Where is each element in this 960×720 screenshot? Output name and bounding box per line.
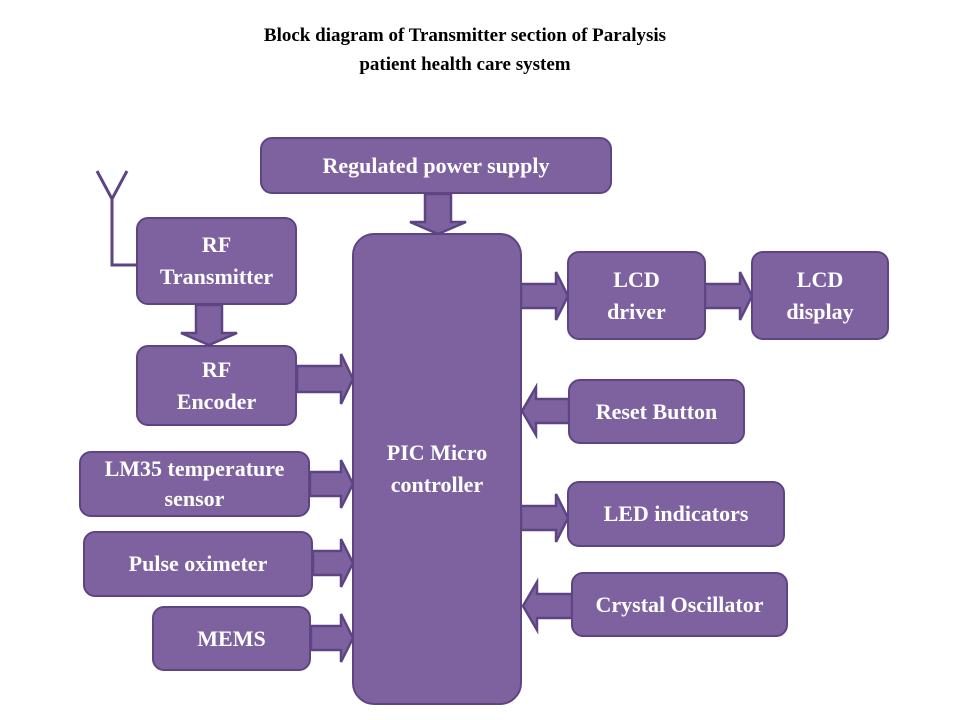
- arrow-mems-to-mcu: [309, 613, 355, 663]
- block-label-line-1: LCD: [796, 266, 844, 292]
- block-pic-microcontroller: PIC Micro controller: [352, 233, 522, 705]
- block-label: Pulse oximeter: [128, 551, 268, 576]
- block-label-line-2: display: [786, 298, 854, 324]
- arrow-lcddriver-to-lcddisplay: [703, 271, 754, 321]
- block-label-line-2: Transmitter: [159, 264, 274, 289]
- antenna-icon: [95, 170, 129, 203]
- arrow-mcu-to-led: [519, 493, 570, 543]
- arrow-mcu-to-lcddriver: [519, 271, 570, 321]
- block-lcd-driver: LCD driver: [567, 251, 706, 340]
- block-crystal-oscillator: Crystal Oscillator: [571, 572, 788, 637]
- block-label-line-1: RF: [201, 232, 232, 257]
- block-lcd-display: LCD display: [751, 251, 889, 340]
- block-label: LED indicators: [603, 501, 749, 526]
- arrow-reset-to-mcu: [520, 382, 571, 440]
- block-led-indicators: LED indicators: [567, 481, 785, 547]
- block-lm35-temperature-sensor: LM35 temperature sensor: [79, 451, 310, 517]
- block-mems: MEMS: [152, 606, 311, 671]
- antenna-wire: [110, 199, 137, 267]
- arrow-crystal-to-mcu: [521, 577, 574, 635]
- block-label-line-1: PIC Micro: [386, 440, 488, 465]
- block-pulse-oximeter: Pulse oximeter: [83, 531, 313, 597]
- block-label: Regulated power supply: [322, 152, 550, 178]
- block-label-line-2: Encoder: [176, 388, 257, 414]
- arrow-power-to-mcu: [409, 192, 467, 236]
- block-label: Crystal Oscillator: [595, 591, 764, 617]
- block-label: MEMS: [197, 625, 266, 651]
- block-label-line-2: controller: [390, 472, 484, 497]
- block-regulated-power-supply: Regulated power supply: [260, 137, 612, 194]
- block-label-line-2: driver: [607, 298, 666, 324]
- block-rf-transmitter: RF Transmitter: [136, 217, 297, 305]
- diagram-title-line-2: patient health care system: [359, 54, 571, 75]
- block-rf-encoder: RF Encoder: [136, 345, 297, 426]
- block-label-line-1: LCD: [613, 266, 660, 292]
- block-label-line-2: sensor: [164, 486, 225, 511]
- arrow-pulse-to-mcu: [311, 538, 355, 588]
- diagram-title-line-1: Block diagram of Transmitter section of …: [263, 25, 667, 46]
- block-label-line-1: LM35 temperature: [104, 456, 285, 481]
- block-label-line-1: RF: [201, 356, 232, 382]
- block-reset-button: Reset Button: [568, 379, 745, 444]
- arrow-lm35-to-mcu: [308, 459, 355, 509]
- block-label: Reset Button: [595, 398, 718, 424]
- arrow-rfencoder-to-mcu: [295, 353, 355, 405]
- arrow-rftx-to-rfencoder: [180, 303, 238, 347]
